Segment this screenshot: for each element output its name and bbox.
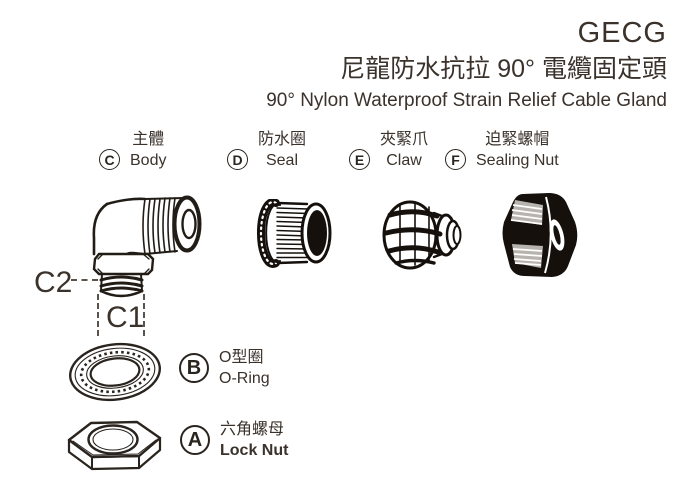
part-b-name-en: O-Ring [219, 370, 270, 387]
header: GECG 尼龍防水抗拉 90° 電纜固定頭 90° Nylon Waterpro… [266, 16, 667, 113]
part-b-name-zh: O型圈 [219, 349, 264, 366]
part-label-body: C 主體 Body [99, 129, 166, 171]
dimension-c2-label: C2 [34, 266, 73, 299]
part-b-badge: B [179, 353, 209, 383]
part-label-seal: D 防水圈 Seal [227, 129, 306, 171]
claw-drawing [382, 199, 470, 271]
part-e-badge: E [349, 149, 370, 170]
part-label-sealing-nut: F 迫緊螺帽 Sealing Nut [445, 129, 559, 171]
part-label-lock-nut: A 六角螺母 Lock Nut [180, 419, 288, 461]
part-a-badge: A [180, 425, 210, 455]
dimension-c2-leader-line [71, 279, 98, 281]
o-ring-drawing [64, 338, 166, 406]
page-title-en: 90° Nylon Waterproof Strain Relief Cable… [266, 90, 667, 111]
product-code: GECG [577, 17, 667, 49]
part-label-o-ring: B O型圈 O-Ring [179, 347, 270, 389]
page-title-zh: 尼龍防水抗拉 90° 電纜固定頭 [340, 55, 667, 83]
lock-nut-drawing [60, 411, 168, 481]
part-c-badge: C [99, 149, 120, 170]
part-a-name-zh: 六角螺母 [220, 421, 285, 438]
part-a-name-en: Lock Nut [220, 442, 289, 459]
part-c-name-en: Body [130, 152, 167, 169]
dimension-c1-extension-line-right [143, 294, 145, 336]
part-d-name-zh: 防水圈 [258, 131, 307, 148]
part-d-badge: D [227, 149, 248, 170]
part-f-name-en: Sealing Nut [476, 152, 559, 169]
dimension-c1-label: C1 [106, 301, 145, 334]
part-f-name-zh: 迫緊螺帽 [485, 131, 550, 148]
part-f-badge: F [445, 149, 466, 170]
part-label-claw: E 夾緊爪 Claw [349, 129, 428, 171]
part-c-name-zh: 主體 [132, 131, 165, 148]
body-elbow-drawing [88, 190, 204, 302]
part-e-name-zh: 夾緊爪 [380, 131, 429, 148]
dimension-c1-extension-line-left [97, 294, 99, 336]
part-d-name-en: Seal [265, 152, 299, 169]
sealing-nut-drawing [502, 193, 578, 277]
part-e-name-en: Claw [386, 152, 422, 169]
seal-drawing [251, 199, 335, 271]
